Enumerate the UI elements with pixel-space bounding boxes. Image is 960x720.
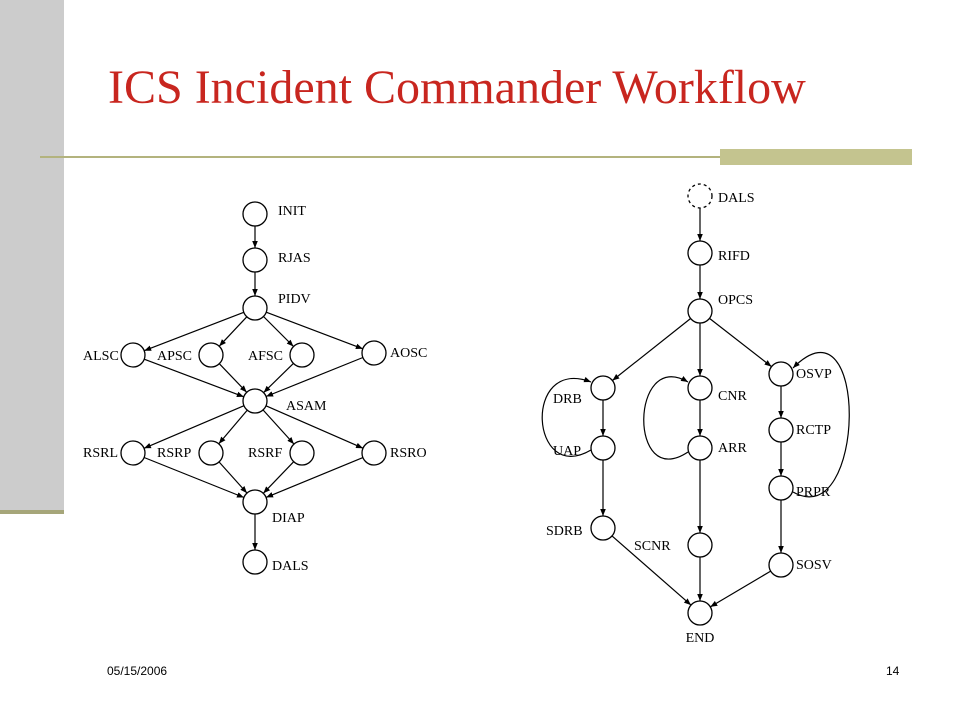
node-label-l-rsrl: RSRL bbox=[83, 446, 118, 461]
node-r-dals bbox=[687, 183, 713, 209]
title-rule bbox=[40, 156, 720, 158]
edge-l_rsrp-to-l_diap bbox=[218, 461, 248, 494]
node-l-pidv bbox=[242, 295, 268, 321]
side-bar-edge-decoration bbox=[0, 510, 64, 514]
side-bar-decoration bbox=[0, 0, 64, 512]
node-label-l-asam: ASAM bbox=[286, 399, 327, 414]
edge-l_rsrf-to-l_diap bbox=[262, 461, 295, 494]
node-label-r-uap: UAP bbox=[553, 444, 581, 459]
node-label-l-init: INIT bbox=[278, 204, 306, 219]
node-label-r-sdrb: SDRB bbox=[546, 524, 583, 539]
node-label-l-diap: DIAP bbox=[272, 511, 305, 526]
node-label-l-dals: DALS bbox=[272, 559, 309, 574]
node-label-l-rsrp: RSRP bbox=[157, 446, 191, 461]
node-label-r-rifd: RIFD bbox=[718, 249, 750, 264]
node-label-r-opcs: OPCS bbox=[718, 293, 753, 308]
edge-l_rsrl-to-l_diap bbox=[143, 456, 245, 499]
node-l-rsrl bbox=[120, 440, 146, 466]
edge-l_aosc-to-l_asam bbox=[265, 356, 364, 398]
diagram-labels: INIT RJAS PIDV ALSC APSC AFSC AOSC ASAM RSRL RSRP… bbox=[83, 191, 832, 646]
node-label-r-dals: DALS bbox=[718, 191, 755, 206]
edge-r_sosv-to-r_end bbox=[709, 570, 772, 608]
node-label-r-osvp: OSVP bbox=[796, 367, 832, 382]
node-label-l-rjas: RJAS bbox=[278, 251, 311, 266]
node-label-r-cnr: CNR bbox=[718, 389, 747, 404]
node-r-sosv bbox=[768, 552, 794, 578]
title-rule-accent bbox=[720, 149, 912, 165]
edge-l_pidv-to-l_alsc bbox=[143, 311, 245, 352]
node-r-uap bbox=[590, 435, 616, 461]
node-label-r-sosv: SOSV bbox=[796, 558, 832, 573]
edge-l_asam-to-l_rsro bbox=[265, 405, 364, 449]
node-r-scnr bbox=[687, 532, 713, 558]
node-r-sdrb bbox=[590, 515, 616, 541]
node-label-r-arr: ARR bbox=[718, 441, 747, 456]
node-label-l-apsc: APSC bbox=[157, 349, 192, 364]
edge-l_pidv-to-l_apsc bbox=[218, 316, 248, 347]
node-r-arr bbox=[687, 435, 713, 461]
node-l-apsc bbox=[198, 342, 224, 368]
slide-title: ICS Incident Commander Workflow bbox=[108, 61, 806, 114]
node-label-r-end: END bbox=[686, 631, 715, 646]
edge-r_sdrb-to-r_end bbox=[611, 535, 692, 606]
edge-l_pidv-to-l_aosc bbox=[265, 311, 364, 350]
edge-l_asam-to-l_rsrf bbox=[262, 409, 295, 445]
edge-l_afsc-to-l_asam bbox=[263, 362, 294, 394]
edge-r_prpr-to-r_osvp bbox=[792, 351, 850, 498]
node-l-rjas bbox=[242, 247, 268, 273]
node-label-l-alsc: ALSC bbox=[83, 349, 119, 364]
edge-r_uap-to-r_drb bbox=[541, 376, 592, 457]
node-r-cnr bbox=[687, 375, 713, 401]
node-r-end bbox=[687, 600, 713, 626]
node-label-l-rsro: RSRO bbox=[390, 446, 427, 461]
diagram-nodes bbox=[120, 183, 794, 626]
edge-l_asam-to-l_rsrl bbox=[143, 405, 245, 449]
node-r-rctp bbox=[768, 417, 794, 443]
node-l-rsro bbox=[361, 440, 387, 466]
page-number: 14 bbox=[886, 664, 900, 678]
node-r-drb bbox=[590, 375, 616, 401]
node-l-aosc bbox=[361, 340, 387, 366]
node-r-rifd bbox=[687, 240, 713, 266]
node-r-prpr bbox=[768, 475, 794, 501]
node-l-asam bbox=[242, 388, 268, 414]
node-l-diap bbox=[242, 489, 268, 515]
node-label-r-scnr: SCNR bbox=[634, 539, 671, 554]
node-label-r-prpr: PRPR bbox=[796, 485, 831, 500]
node-l-init bbox=[242, 201, 268, 227]
footer-date: 05/15/2006 bbox=[107, 664, 168, 678]
edge-l_rsro-to-l_diap bbox=[265, 457, 364, 498]
node-l-rsrp bbox=[198, 440, 224, 466]
node-label-r-drb: DRB bbox=[553, 392, 582, 407]
node-label-l-aosc: AOSC bbox=[390, 346, 427, 361]
edge-l_alsc-to-l_asam bbox=[143, 358, 245, 398]
node-r-opcs bbox=[687, 298, 713, 324]
edge-l_asam-to-l_rsrp bbox=[218, 409, 248, 445]
node-label-l-pidv: PIDV bbox=[278, 292, 311, 307]
node-l-alsc bbox=[120, 342, 146, 368]
edge-r_opcs-to-r_drb bbox=[612, 318, 691, 381]
node-label-l-rsrf: RSRF bbox=[248, 446, 282, 461]
node-l-afsc bbox=[289, 342, 315, 368]
edge-r_arr-to-r_cnr bbox=[643, 376, 689, 460]
node-l-dals bbox=[242, 549, 268, 575]
edge-l_pidv-to-l_afsc bbox=[263, 316, 294, 347]
node-l-rsrf bbox=[289, 440, 315, 466]
diagram-edges bbox=[143, 208, 850, 608]
node-r-osvp bbox=[768, 361, 794, 387]
node-label-r-rctp: RCTP bbox=[796, 423, 831, 438]
node-label-l-afsc: AFSC bbox=[248, 349, 283, 364]
edge-l_apsc-to-l_asam bbox=[218, 363, 248, 393]
edge-r_opcs-to-r_osvp bbox=[709, 317, 772, 368]
